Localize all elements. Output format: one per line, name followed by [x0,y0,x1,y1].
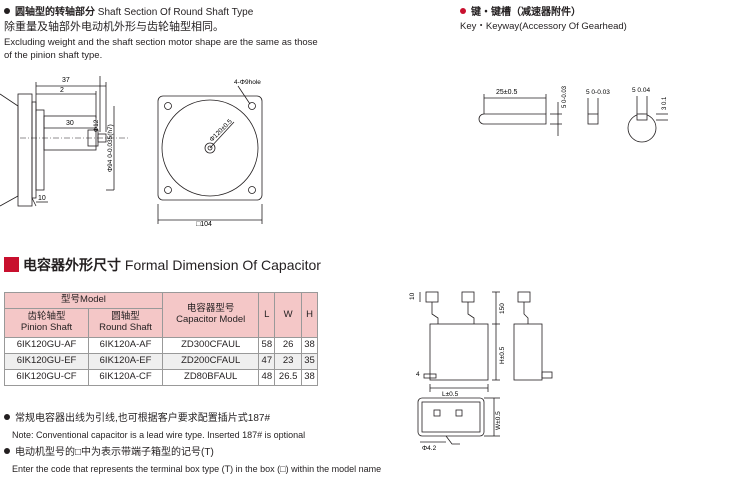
cap-dim-h-label: H±0.5 [499,346,506,364]
key-length-label: 25±0.5 [496,89,517,96]
pcd-label: Φ120±0.5 [208,118,233,143]
note2-en: Enter the code that represents the termi… [12,464,382,474]
dim-37-label: 37 [62,77,70,84]
header-w: W [274,292,303,338]
shaft-section-title-cn: 圆轴型的转轴部分 [15,7,95,18]
shaft-note-cn: 除重量及轴部外电动机外形与齿轮轴型相同。 [4,21,224,33]
note1-en: Note: Conventional capacitor is a lead w… [12,430,306,440]
table-row: 6IK120GU-CF 6IK120A-CF ZD80BFAUL 48 26.5… [3,369,318,386]
dim-10-label: 10 [38,195,46,202]
key-width-label-2: 5 0-0.03 [586,89,610,96]
key-drawing: 25±0.5 5 0-0.03 5 0-0.03 5 0.04 3 0.1 [478,85,668,143]
shaft-front-view-drawing: 4-Φ9hole Φ120±0.5 □104 [157,79,263,228]
shaft-section-title-en: Shaft Section Of Round Shaft Type [97,7,254,18]
key-section-title-en: Key・Keyway(Accessory Of Gearhead) [460,21,627,32]
shaft-note-en-2: of the pinion shaft type. [4,50,103,61]
key-section-heading: 键・键槽（减速器附件） [460,8,581,18]
note1-cn: 常规电容器出线为引线,也可根据客户要求配置插片式187# [4,414,270,424]
cell-pinion: 6IK120GU-AF [3,337,90,354]
red-square-icon [4,256,19,272]
cell-capacitor: ZD300CFAUL [161,337,260,354]
cell-h: 38 [301,337,318,354]
cell-round: 6IK120A-AF [88,337,163,354]
cell-round: 6IK120A-EF [88,353,163,370]
keyway-depth-label: 3 0.1 [662,96,668,110]
table-row: 6IK120GU-EF 6IK120A-EF ZD200CFAUL 47 23 … [3,353,318,370]
header-l: L [258,292,276,338]
header-model: 型号Model [4,292,163,309]
cell-l: 47 [258,353,276,370]
note2-cn: 电动机型号的□中为表示带端子箱型的记号(T) [4,448,214,458]
pilot-diameter-label: Φ94 0-0.035(h7) [107,124,114,172]
keyway-width-label: 5 0.04 [632,87,650,94]
cap-dim-10-label: 10 [409,292,416,300]
cell-h: 38 [301,369,318,386]
cap-dim-hole-label: Φ4.2 [422,445,437,452]
cell-h: 35 [301,353,318,370]
cell-l: 58 [258,337,276,354]
capacitor-title-en: Formal Dimension Of Capacitor [124,257,321,273]
shaft-section-heading: 圆轴型的转轴部分 Shaft Section Of Round Shaft Ty… [4,8,253,18]
bullet-icon [4,8,10,15]
cap-dim-l-label: L±0.5 [442,391,459,398]
cell-w: 23 [274,353,303,370]
capacitor-section-heading: 电容器外形尺寸 Formal Dimension Of Capacitor [4,256,321,274]
square-label: □104 [196,221,212,228]
key-width-label-1: 5 0-0.03 [562,85,568,108]
cell-pinion: 6IK120GU-EF [3,353,90,370]
shaft-diameter-label: Φ12 [93,119,100,132]
cell-w: 26.5 [274,369,303,386]
dim-2-label: 2 [60,87,64,94]
header-h: H [301,292,318,338]
cell-w: 26 [274,337,303,354]
holes-label: 4-Φ9hole [234,79,261,86]
capacitor-title-cn: 电容器外形尺寸 [23,257,121,273]
table-row: 6IK120GU-AF 6IK120A-AF ZD300CFAUL 58 26 … [3,337,318,354]
cap-dim-w-label: W±0.5 [495,411,502,430]
cell-capacitor: ZD80BFAUL [161,369,260,386]
bullet-icon [460,8,466,15]
shaft-note-en-1: Excluding weight and the shaft section m… [4,37,318,48]
cell-pinion: 6IK120GU-CF [3,369,90,386]
cell-l: 48 [258,369,276,386]
capacitor-drawing: 10 150 H±0.5 4 L±0.5 W±0.5 Φ4.2 [409,291,553,452]
cell-capacitor: ZD200CFAUL [161,353,260,370]
cell-round: 6IK120A-CF [88,369,163,386]
shaft-side-view-drawing: 37 2 30 10 Φ12 Φ94 0-0.035(h7) [0,76,128,207]
bullet-icon [4,448,10,455]
dim-30-label: 30 [66,120,74,127]
cap-dim-150-label: 150 [499,303,506,314]
key-section-title-cn: 键・键槽（减速器附件） [471,7,581,18]
bullet-icon [4,414,10,421]
cap-dim-4-label: 4 [416,371,420,378]
